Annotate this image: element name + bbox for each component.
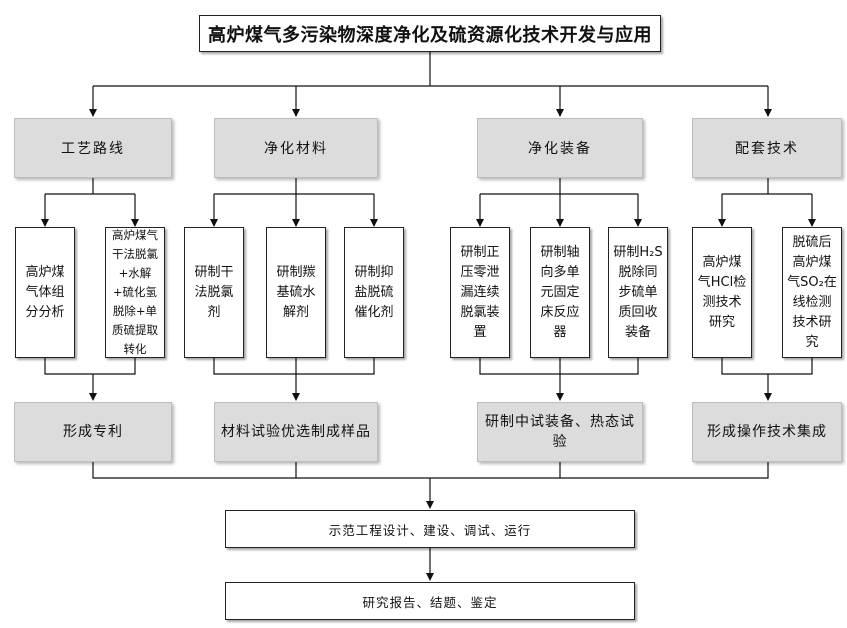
diagram-title: 高炉煤气多污染物深度净化及硫资源化技术开发与应用	[199, 15, 661, 52]
result-operation-integration: 形成操作技术集成	[692, 402, 842, 462]
result-material-samples: 材料试验优选制成样品	[214, 402, 378, 462]
report-box: 研究报告、结题、鉴定	[225, 582, 635, 620]
result-patents: 形成专利	[14, 402, 172, 462]
subitem-hcl-detection: 高炉煤气HCl检测技术研究	[692, 227, 752, 358]
subitem-h2s-removal-equipment: 研制H₂S脱除同步硫单质回收装备	[608, 227, 668, 358]
subitem-cos-hydrolysis-agent: 研制羰基硫水解剂	[266, 227, 326, 358]
subitem-dechlorination-device: 研制正压零泄漏连续脱氯装置	[450, 227, 510, 358]
subitem-gas-composition-analysis: 高炉煤气体组分分析	[15, 227, 75, 358]
subitem-fixed-bed-reactor: 研制轴向多单元固定床反应器	[530, 227, 590, 358]
category-purification-materials: 净化材料	[214, 118, 378, 178]
result-pilot-equipment: 研制中试装备、热态试验	[477, 402, 643, 462]
category-process-route: 工艺路线	[14, 118, 172, 178]
category-purification-equipment: 净化装备	[477, 118, 643, 178]
subitem-desulfurization-catalyst: 研制抑盐脱硫催化剂	[344, 227, 404, 358]
subitem-dry-dechlorination-route: 高炉煤气干法脱氯+水解+硫化氢脱除+单质硫提取转化	[105, 227, 165, 358]
category-supporting-technology: 配套技术	[692, 118, 842, 178]
subitem-so2-online-detection: 脱硫后高炉煤气SO₂在线检测技术研究	[782, 227, 842, 358]
demo-project-box: 示范工程设计、建设、调试、运行	[225, 510, 635, 548]
subitem-dry-dechlorinating-agent: 研制干法脱氯剂	[184, 227, 244, 358]
